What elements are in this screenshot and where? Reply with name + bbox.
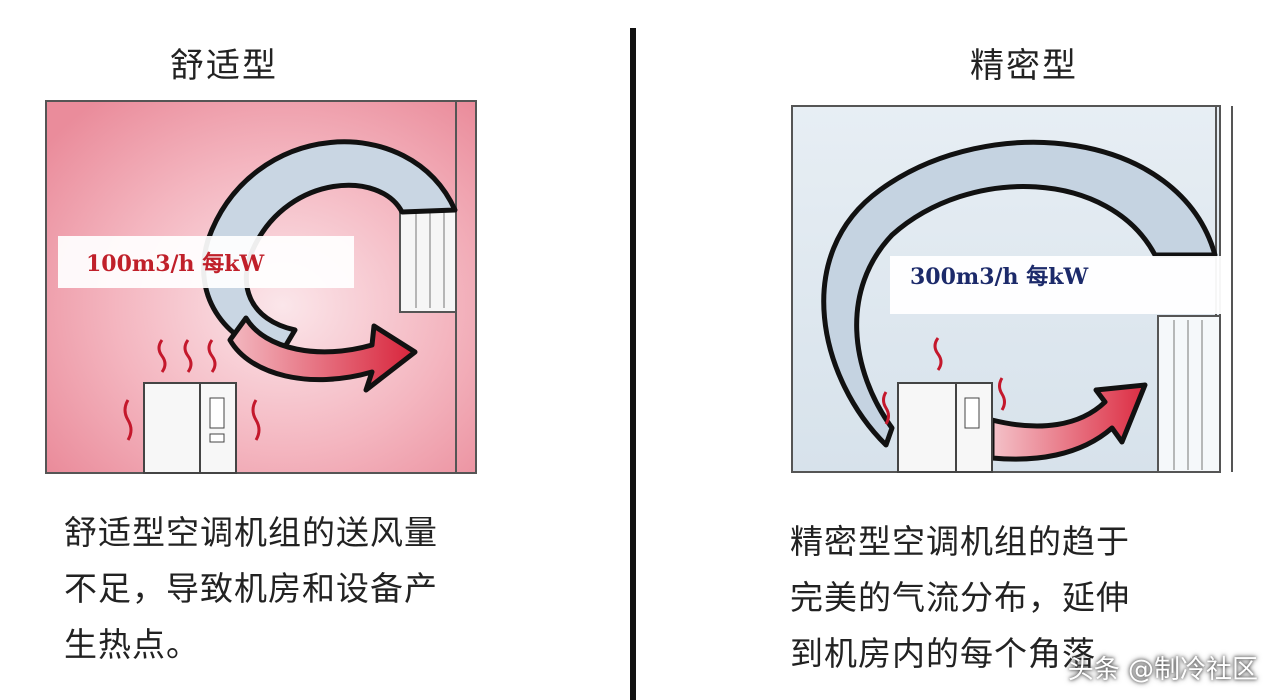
comfort-airflow-rate: 100m3/h 每kW: [86, 251, 265, 277]
caption-line: 舒适型空调机组的送风量: [64, 513, 438, 552]
warm-air-arrow-icon: [227, 315, 418, 393]
precision-type-panel: 精密型: [640, 0, 1280, 700]
caption-line: 不足，导致机房和设备产: [64, 569, 438, 608]
comfort-type-title: 舒适型: [170, 46, 278, 86]
server-rack-icon: [897, 382, 993, 473]
warm-air-arrow-icon: [989, 382, 1148, 462]
precision-caption: 精密型空调机组的趋于 完美的气流分布，延伸 到机房内的每个角落: [790, 514, 1130, 682]
comfort-caption: 舒适型空调机组的送风量 不足，导致机房和设备产 生热点。: [64, 505, 438, 673]
air-flow-arrow-icon: [821, 139, 1218, 448]
wall-ac-unit-icon: [399, 207, 457, 313]
caption-line: 生热点。: [64, 625, 200, 664]
caption-line: 到机房内的每个角落: [790, 634, 1096, 673]
precision-room-diagram: [791, 105, 1233, 473]
heat-wave-icon: [123, 339, 261, 441]
precision-airflow-rate: 300m3/h 每kW: [910, 264, 1089, 290]
watermark: 头条 @制冷社区: [1067, 655, 1258, 685]
heat-wave-icon: [882, 337, 1006, 425]
caption-line: 精密型空调机组的趋于: [790, 522, 1130, 561]
precision-type-title: 精密型: [970, 46, 1078, 86]
caption-line: 完美的气流分布，延伸: [790, 578, 1130, 617]
comfort-room-diagram: [45, 100, 477, 474]
comfort-type-panel: 舒适型: [45, 46, 477, 673]
panel-divider: [630, 28, 636, 700]
ac-unit-icon: [1157, 315, 1221, 473]
rate-band: [890, 256, 1230, 314]
rate-band: [58, 236, 354, 288]
server-rack-icon: [143, 382, 237, 474]
